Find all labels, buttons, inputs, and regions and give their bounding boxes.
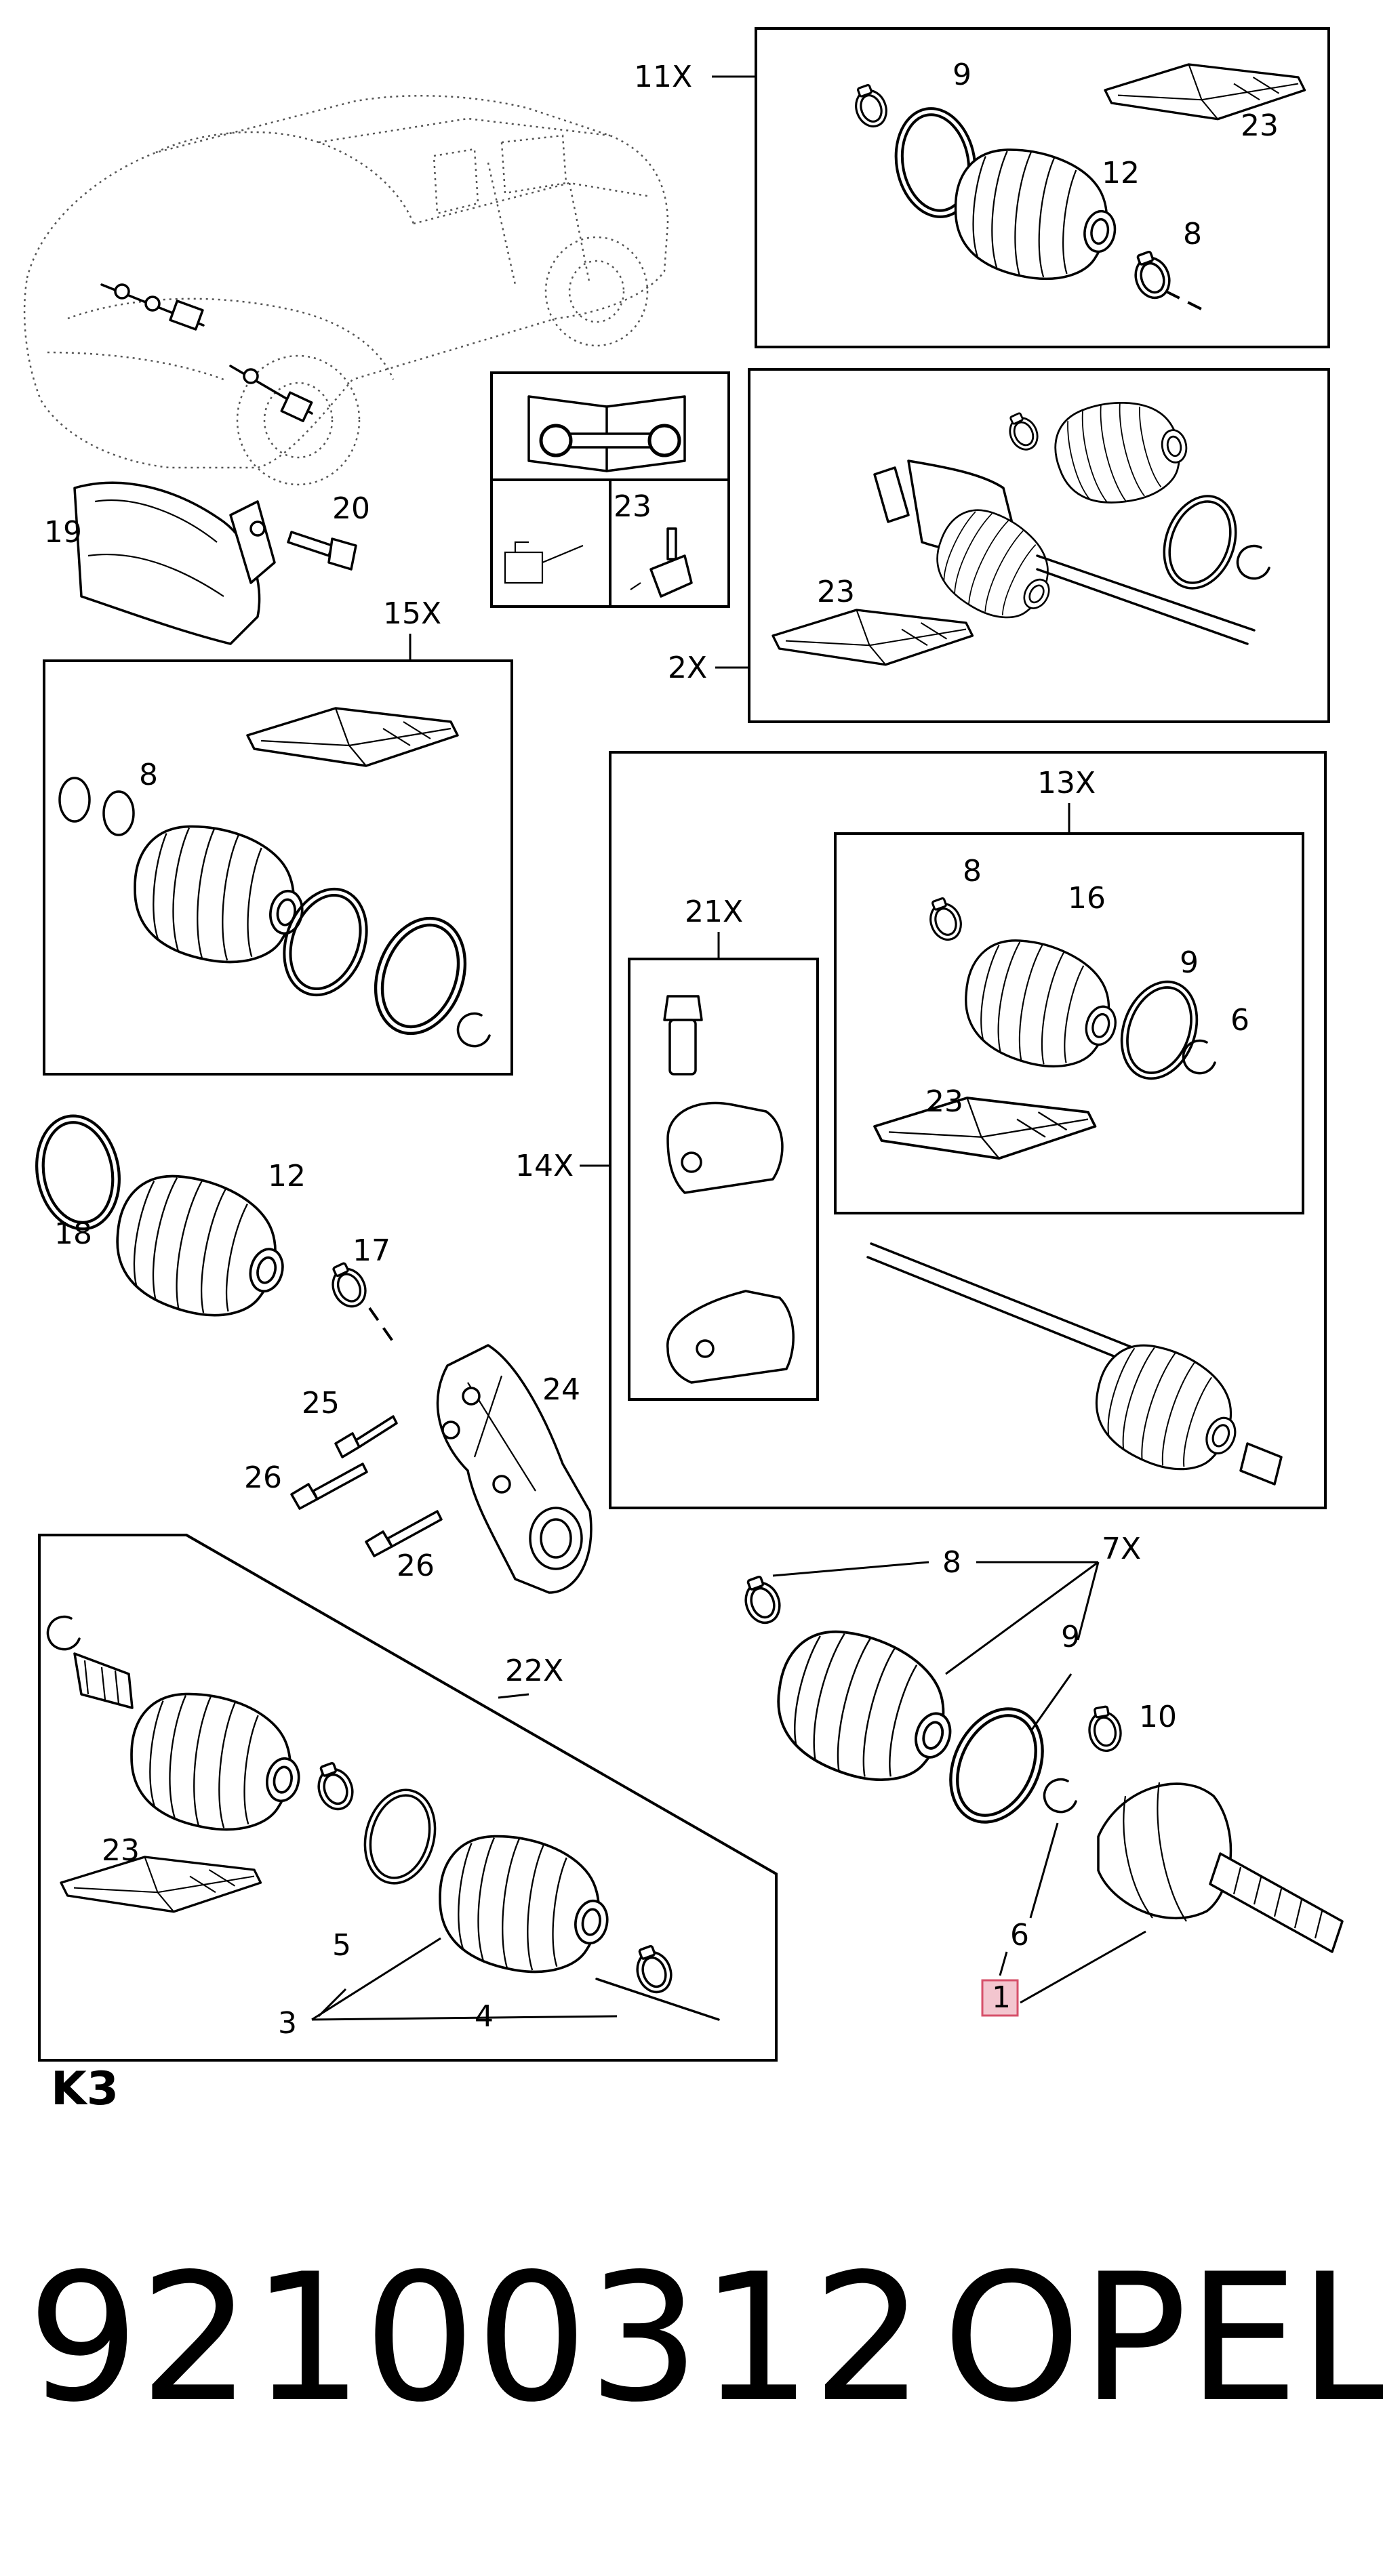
boot-assembly-mid: 18 12 17 (28, 1109, 395, 1343)
car-illustration (23, 95, 669, 486)
bolt-20: 20 (287, 491, 370, 571)
callout-17: 17 (353, 1233, 390, 1268)
callout-1: 1 (992, 1980, 1011, 2015)
callout-12: 12 (1102, 156, 1140, 190)
bolt-26a: 26 (244, 1460, 368, 1510)
callout-23-info: 23 (614, 489, 652, 524)
bolt-26b: 26 (365, 1510, 443, 1583)
callout-8-15x: 8 (139, 758, 158, 792)
oil-can-icon (504, 541, 584, 584)
callout-23-13x: 23 (925, 1084, 963, 1119)
kit-2x: 2X 23 (668, 368, 1330, 723)
callout-8-7x: 8 (942, 1545, 961, 1580)
callout-23-2x: 23 (817, 575, 855, 609)
highlight-part-1 (981, 1979, 1019, 2017)
section-label-7x: 7X (1102, 1532, 1141, 1566)
bolt-25: 25 (302, 1386, 398, 1458)
bolt-21 (663, 995, 703, 1076)
kit-7x: 8 7X 9 10 6 1 (737, 1532, 1344, 2017)
page-code: K3 (51, 2062, 119, 2116)
callout-25: 25 (302, 1386, 340, 1420)
callout-3: 3 (278, 2006, 297, 2041)
callout-10: 10 (1139, 1700, 1177, 1734)
callout-6-7x: 6 (1010, 1918, 1029, 1953)
callout-24: 24 (542, 1372, 580, 1407)
bracket-21a (666, 1101, 784, 1194)
callout-16: 16 (1068, 881, 1106, 916)
callout-9: 9 (953, 58, 971, 92)
callout-9-7x: 9 (1061, 1620, 1080, 1654)
kit-15x: 15X 8 (43, 596, 513, 1076)
section-label-21x: 21X (685, 895, 743, 929)
callout-26b: 26 (397, 1549, 435, 1583)
service-info-box: 23 (490, 371, 730, 608)
bracket-24: 24 (436, 1344, 593, 1594)
grease-tube-icon (630, 527, 693, 598)
callout-8: 8 (1183, 217, 1202, 251)
section-label-2x: 2X (668, 651, 707, 685)
callout-9-13x: 9 (1180, 945, 1199, 980)
part-number: 92100312 (27, 2236, 924, 2441)
section-label-11x: 11X (634, 60, 692, 94)
section-label-14x: 14X (515, 1149, 574, 1183)
section-label-15x: 15X (383, 596, 441, 631)
callout-4: 4 (475, 1999, 494, 2034)
callout-23-22x: 23 (102, 1833, 140, 1868)
callout-19: 19 (44, 515, 82, 550)
callout-6-13x: 6 (1230, 1003, 1249, 1038)
brand-name: OPEL (942, 2236, 1383, 2441)
callout-20: 20 (332, 491, 370, 526)
section-label-13x: 13X (1037, 766, 1096, 800)
kit-14x: 14X 13X 8 16 9 6 23 21X (515, 751, 1327, 1509)
kit-11x: 11X 9 23 12 8 (634, 27, 1330, 348)
callout-8-13x: 8 (963, 854, 982, 888)
callout-18: 18 (54, 1217, 92, 1251)
callout-5: 5 (332, 1928, 351, 1963)
callout-12-mid: 12 (268, 1159, 306, 1193)
kit-22x: 22X 23 5 3 4 (38, 1534, 778, 2062)
manual-wrench-icon (527, 395, 686, 472)
callout-26a: 26 (244, 1460, 282, 1495)
heat-shield-19: 19 (44, 481, 276, 645)
section-label-22x: 22X (505, 1654, 563, 1688)
callout-23: 23 (1241, 108, 1279, 143)
bracket-21b (666, 1290, 795, 1384)
